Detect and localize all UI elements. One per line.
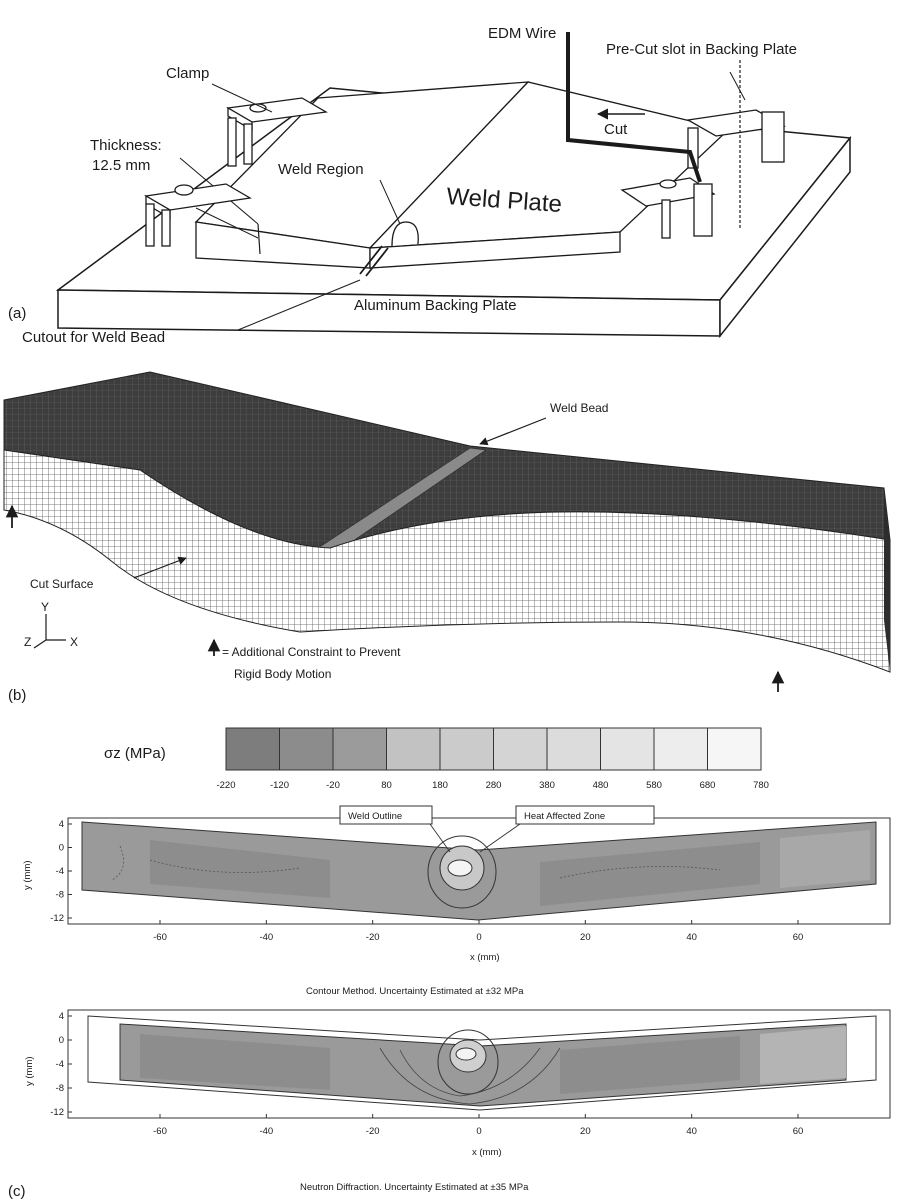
constraint-label-2: Rigid Body Motion [234, 667, 331, 681]
y-tick-label: -8 [56, 1083, 64, 1094]
x-tick-label: -40 [259, 1126, 273, 1137]
legend-tick-label: 280 [486, 780, 502, 791]
y-tick-label: -12 [50, 1107, 64, 1118]
x-tick-label: 0 [476, 1126, 481, 1137]
y-tick-label: 0 [59, 843, 64, 854]
axis-y-label: Y [41, 600, 49, 614]
x-tick-label: 40 [686, 932, 697, 943]
legend-cell [654, 728, 708, 770]
x-tick-label: 40 [686, 1126, 697, 1137]
legend-tick-label: 80 [381, 780, 392, 791]
x-tick-label: 60 [793, 932, 804, 943]
y-tick-label: 0 [59, 1035, 64, 1046]
x-tick-label: -60 [153, 1126, 167, 1137]
legend-tick-label: 680 [700, 780, 716, 791]
legend-tick-label: 580 [646, 780, 662, 791]
legend-tick-label: 180 [432, 780, 448, 791]
legend-label: σz (MPa) [104, 745, 166, 762]
plot2-ylabel: y (mm) [24, 1056, 35, 1086]
cut-surface-label: Cut Surface [30, 577, 94, 591]
contour-plot-1: 40-4-8-12-60-40-200204060 Weld Outline H… [22, 806, 890, 997]
legend-cell [280, 728, 334, 770]
y-tick-label: -4 [56, 1059, 64, 1070]
x-tick-label: -20 [366, 1126, 380, 1137]
cut-label: Cut [604, 121, 628, 138]
legend-cell [494, 728, 548, 770]
y-tick-label: -4 [56, 866, 64, 877]
legend-cell [708, 728, 762, 770]
legend-cell [333, 728, 387, 770]
y-tick-label: 4 [59, 1011, 64, 1022]
x-tick-label: 60 [793, 1126, 804, 1137]
x-tick-label: 0 [476, 932, 481, 943]
weld-outline-callout: Weld Outline [348, 811, 402, 822]
axis-x-label: X [70, 635, 78, 649]
legend-tick-label: 480 [593, 780, 609, 791]
panel-c-tag: (c) [8, 1183, 26, 1200]
clamp-label: Clamp [166, 65, 209, 82]
x-tick-label: -20 [366, 932, 380, 943]
contour-plot-2: 40-4-8-12-60-40-200204060 x (mm) y (mm) … [24, 1010, 890, 1193]
legend-tick-label: 380 [539, 780, 555, 791]
x-tick-label: 20 [580, 932, 591, 943]
plot1-xlabel: x (mm) [470, 952, 500, 963]
pre-cut-label: Pre-Cut slot in Backing Plate [606, 41, 797, 58]
legend-cell [226, 728, 280, 770]
backing-plate-label: Aluminum Backing Plate [354, 297, 517, 314]
y-tick-label: 4 [59, 819, 64, 830]
haz-callout: Heat Affected Zone [524, 811, 605, 822]
x-tick-label: -60 [153, 932, 167, 943]
weld-region-label: Weld Region [278, 161, 364, 178]
plot2-xlabel: x (mm) [472, 1147, 502, 1158]
legend-cell [440, 728, 494, 770]
thickness-label: Thickness: [90, 137, 162, 154]
legend-cell [601, 728, 655, 770]
y-tick-label: -12 [50, 913, 64, 924]
x-tick-label: 20 [580, 1126, 591, 1137]
legend-cell [387, 728, 441, 770]
axis-z-label: Z [24, 635, 31, 649]
y-tick-label: -8 [56, 890, 64, 901]
legend-tick-label: -220 [216, 780, 235, 791]
plot2-caption: Neutron Diffraction. Uncertainty Estimat… [300, 1182, 529, 1193]
constraint-label-1: = Additional Constraint to Prevent [222, 645, 401, 659]
weld-bead-label: Weld Bead [550, 401, 608, 415]
edm-wire-label: EDM Wire [488, 25, 556, 42]
x-tick-label: -40 [259, 932, 273, 943]
legend-cell [547, 728, 601, 770]
legend-tick-label: -120 [270, 780, 289, 791]
cutout-label: Cutout for Weld Bead [22, 329, 165, 346]
legend-tick-label: -20 [326, 780, 340, 791]
panel-c-legend: σz (MPa) -220 -120 -20 80 180 280 380 480 580 680… [104, 728, 769, 791]
panel-b-tag: (b) [8, 687, 26, 704]
panel-a-tag: (a) [8, 305, 26, 322]
thickness-value: 12.5 mm [92, 157, 150, 174]
plot1-ylabel: y (mm) [22, 860, 33, 890]
plot1-caption: Contour Method. Uncertainty Estimated at… [306, 986, 524, 997]
legend-tick-label: 780 [753, 780, 769, 791]
panel-b-mesh [4, 372, 890, 692]
